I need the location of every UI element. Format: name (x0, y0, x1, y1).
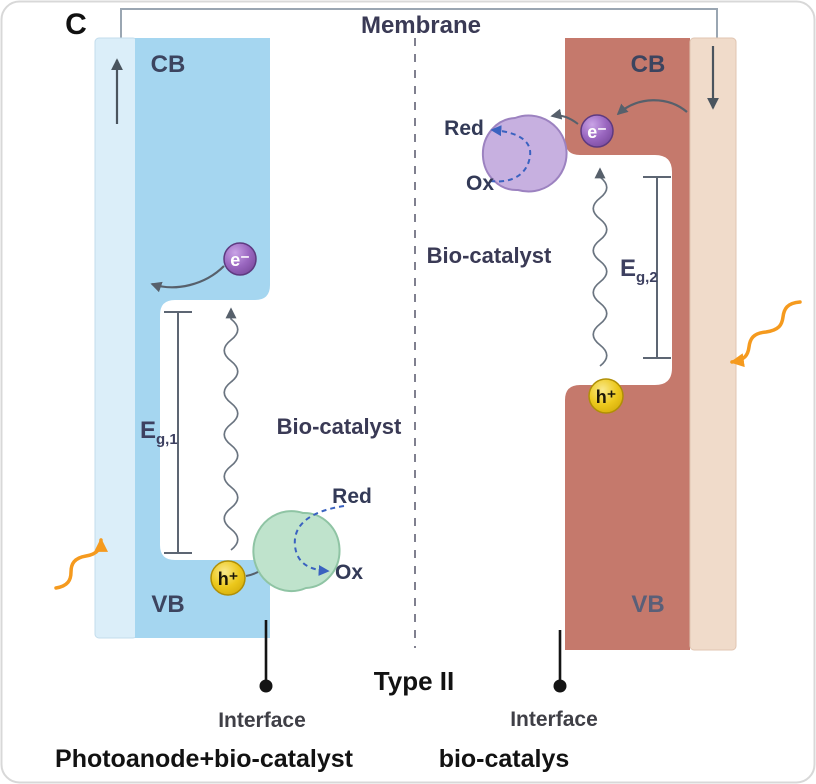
cb-label-right: CB (631, 51, 666, 78)
hole-right (588, 378, 624, 414)
panel-label: C (65, 8, 87, 41)
bandgap-label-right: Eg,2 (620, 255, 658, 286)
type-label: Type II (374, 666, 454, 696)
caption-right: bio-catalys (439, 745, 570, 773)
electron-left (223, 242, 257, 276)
right-electrode-strip (689, 37, 737, 651)
interface-dot-left (259, 679, 273, 693)
left-electrode-strip (94, 37, 138, 639)
red-label-right: Red (444, 117, 484, 140)
membrane-label: Membrane (361, 12, 481, 39)
bandgap-bracket-left (164, 311, 192, 554)
redox-path-right (489, 125, 532, 183)
right-semiconductor (565, 38, 690, 650)
red-label-left: Red (332, 485, 372, 508)
electron-left-label: e⁻ (230, 250, 250, 270)
interface-dot-right (553, 679, 567, 693)
vb-label-left: VB (151, 591, 184, 618)
external-circuit-wire (120, 8, 718, 40)
cb-label-left: CB (151, 51, 186, 78)
left-semiconductor (135, 38, 270, 638)
bandgap-label-left: Eg,1 (140, 417, 178, 448)
biocatalyst-label-left: Bio-catalyst (277, 414, 402, 439)
redox-path-left (293, 505, 345, 576)
excitation-arrow-right (592, 167, 608, 367)
interface-label-right: Interface (510, 708, 598, 731)
electron-right-label: e⁻ (587, 122, 607, 142)
vb-label-right: VB (631, 591, 664, 618)
biocatalyst-blob-right (481, 114, 568, 193)
hole-left-label: h⁺ (218, 569, 239, 589)
biocatalyst-label-right: Bio-catalyst (427, 243, 552, 268)
electron-right (580, 114, 614, 148)
cb-to-electron-arrow-right (616, 99, 688, 116)
ox-label-right: Ox (466, 172, 494, 195)
hole-left (210, 560, 246, 596)
electron-transfer-arrow-left (150, 265, 225, 293)
caption-left: Photoanode+bio-catalyst (55, 745, 354, 773)
excitation-arrow-left (223, 307, 239, 551)
photon-arrow-right (729, 300, 802, 368)
photon-arrow-left (54, 537, 108, 590)
bandgap-bracket-right (643, 176, 671, 359)
hole-right-label: h⁺ (596, 387, 617, 407)
interface-label-left: Interface (218, 709, 306, 732)
ox-label-left: Ox (335, 561, 363, 584)
electron-transfer-arrow-right (550, 108, 579, 125)
